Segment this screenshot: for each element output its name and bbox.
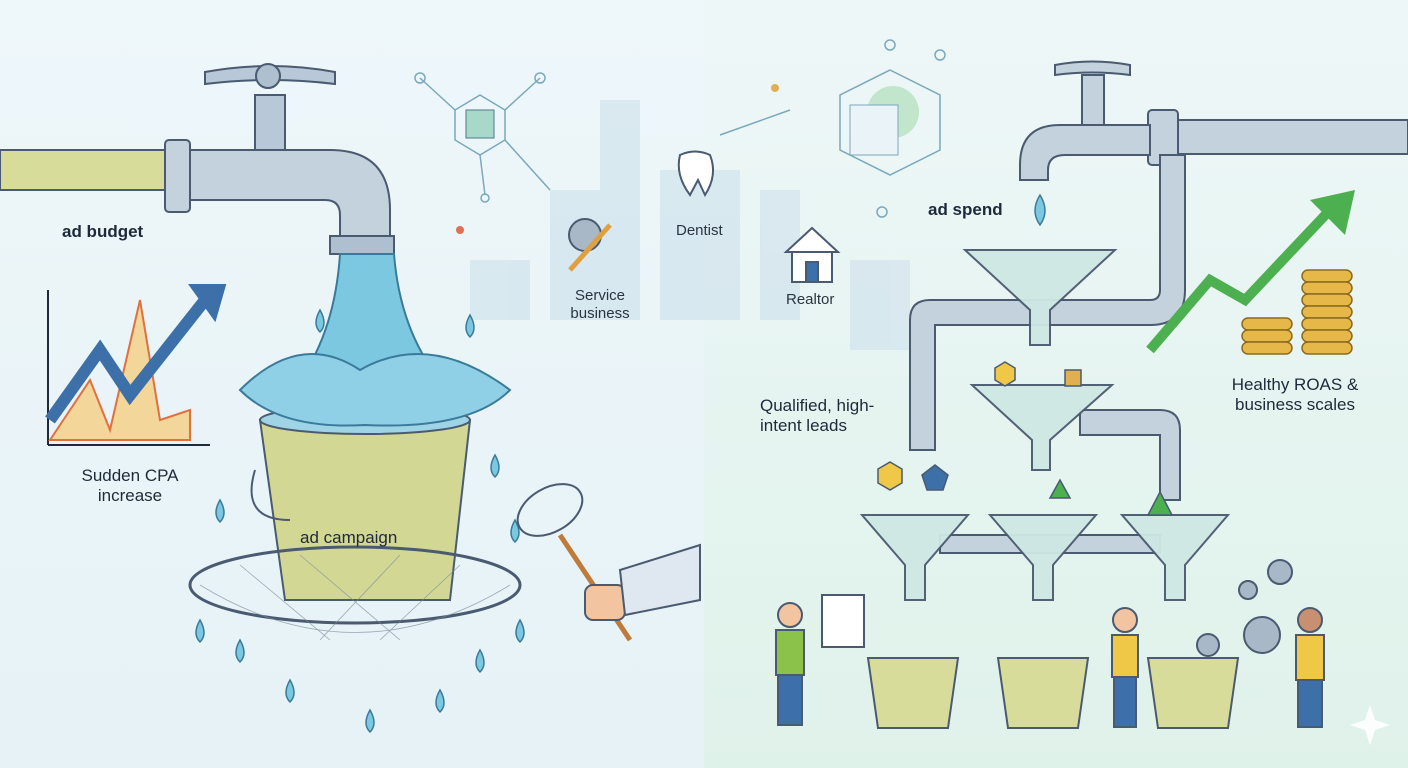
water-drops — [195, 308, 525, 734]
hand-with-net — [516, 483, 701, 642]
growth-arrow — [1146, 190, 1355, 354]
water-drop-icon — [1034, 193, 1046, 227]
funnels — [859, 249, 1231, 601]
left-faucet — [0, 63, 395, 255]
service-business-label: Service business — [570, 287, 630, 322]
sparkle-icon — [1350, 705, 1390, 745]
service-icon — [568, 218, 612, 272]
sudden-cpa-label: Sudden CPA increase — [81, 466, 179, 505]
ad-campaign-label: ad campaign — [300, 528, 398, 547]
lead-shapes — [877, 361, 1174, 516]
ad-spend-label: ad spend — [928, 200, 1003, 219]
leaky-bucket — [250, 405, 472, 601]
workers — [775, 594, 1325, 728]
house-icon — [783, 226, 841, 283]
lead-buckets — [866, 657, 1240, 729]
cube-icon — [465, 109, 495, 139]
net — [188, 545, 522, 625]
city-skyline — [470, 100, 910, 350]
dentist-label: Dentist — [676, 222, 723, 239]
coin-stacks — [1241, 269, 1353, 355]
network-diagram — [414, 39, 946, 218]
qualified-leads-label: Qualified, high-intent leads — [760, 396, 875, 435]
cpa-chart — [45, 284, 227, 446]
water-splash — [238, 353, 512, 427]
healthy-roas-label: Healthy ROAS & business scales — [1231, 375, 1359, 414]
gear-icons — [1196, 559, 1293, 657]
ad-budget-label: ad budget — [62, 222, 144, 241]
tooth-icon — [677, 150, 715, 198]
realtor-label: Realtor — [786, 291, 835, 308]
